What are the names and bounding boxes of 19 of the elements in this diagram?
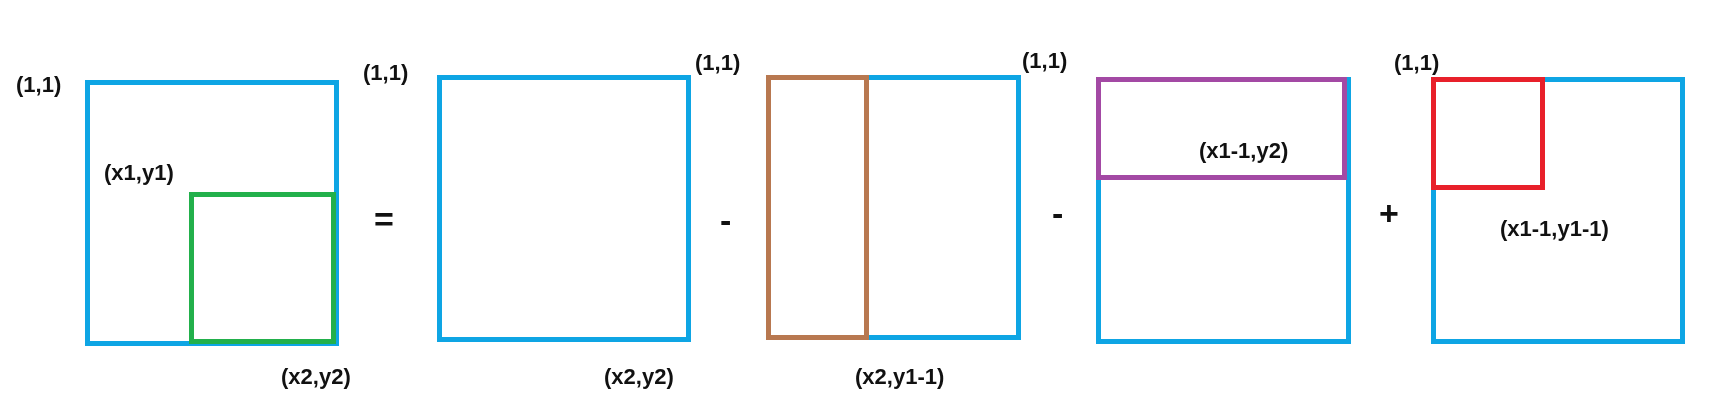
rectangle-outline <box>1096 77 1347 180</box>
rectangle-outline <box>437 75 691 342</box>
operator-sign: - <box>720 203 732 237</box>
rectangle-outline <box>1431 77 1685 344</box>
coordinate-label: (1,1) <box>16 74 62 96</box>
operator-sign: + <box>1379 196 1399 230</box>
coordinate-label: (x1-1,y2) <box>1199 140 1289 162</box>
rectangle-outline <box>766 75 1021 340</box>
rectangle-outline <box>766 75 869 340</box>
coordinate-label: (1,1) <box>695 52 741 74</box>
operator-sign: - <box>1052 196 1064 230</box>
coordinate-label: (x2,y2) <box>604 366 674 388</box>
operator-sign: = <box>374 202 394 236</box>
rectangle-outline <box>1431 77 1545 190</box>
rectangle-outline <box>1096 77 1351 344</box>
coordinate-label: (x1-1,y1-1) <box>1500 218 1609 240</box>
rectangle-outline <box>189 192 336 344</box>
rectangle-outline <box>85 80 339 346</box>
coordinate-label: (x2,y2) <box>281 366 351 388</box>
